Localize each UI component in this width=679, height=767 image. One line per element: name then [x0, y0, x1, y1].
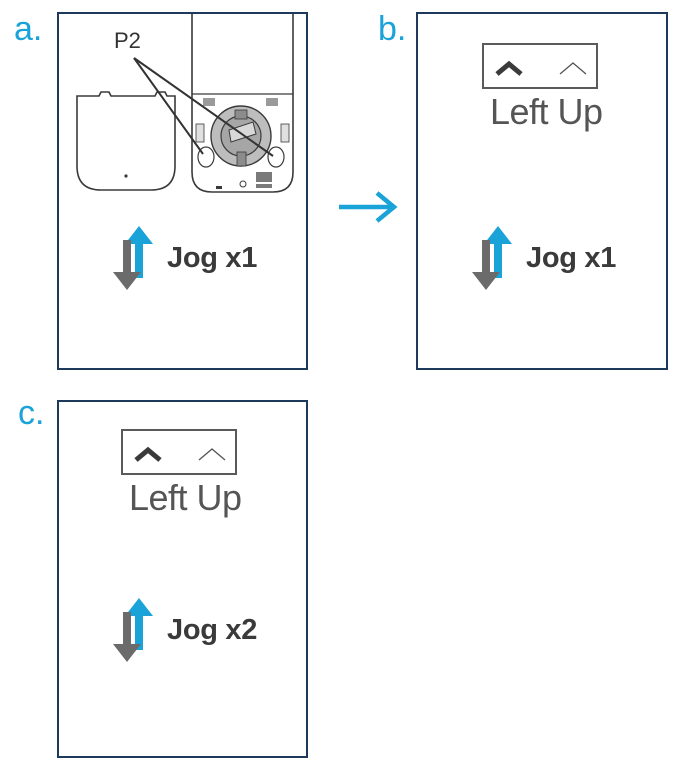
battery-cover: [76, 91, 176, 191]
direction-label: Left Up: [129, 477, 242, 518]
direction-label: Left Up: [490, 91, 603, 132]
chevron-up-filled-icon: [495, 60, 523, 76]
step-c-panel: Left Up Jog x2: [57, 400, 308, 758]
step-c-letter: c.: [18, 394, 45, 432]
step-b-letter: b.: [378, 10, 407, 48]
chevron-up-filled-icon: [134, 446, 162, 462]
chevron-up-outline-icon: [559, 62, 587, 75]
step-a-jog: Jog x1: [111, 226, 257, 290]
direction-indicator: [121, 429, 237, 475]
step-c-jog: Jog x2: [111, 598, 257, 662]
up-down-arrow-icon: [113, 226, 153, 290]
p2-callout-label: P2: [114, 28, 141, 53]
step-b-panel: Left Up Jog x1: [416, 12, 668, 370]
direction-indicator: [482, 43, 598, 89]
p2-button-right: [267, 146, 285, 168]
step-a-panel: P2 Jog x1: [57, 12, 308, 370]
step-c-jog-label: Jog x2: [167, 613, 258, 646]
step-a-letter: a.: [14, 10, 43, 48]
step-a-jog-label: Jog x1: [167, 241, 258, 274]
up-down-arrow-icon: [472, 226, 512, 290]
remote-battery-illustration: [76, 14, 294, 193]
right-arrow-icon: [339, 191, 398, 223]
chevron-up-outline-icon: [198, 448, 226, 461]
step-b-jog: Jog x1: [470, 226, 616, 290]
step-b-jog-label: Jog x1: [526, 241, 617, 274]
up-down-arrow-icon: [113, 598, 153, 662]
